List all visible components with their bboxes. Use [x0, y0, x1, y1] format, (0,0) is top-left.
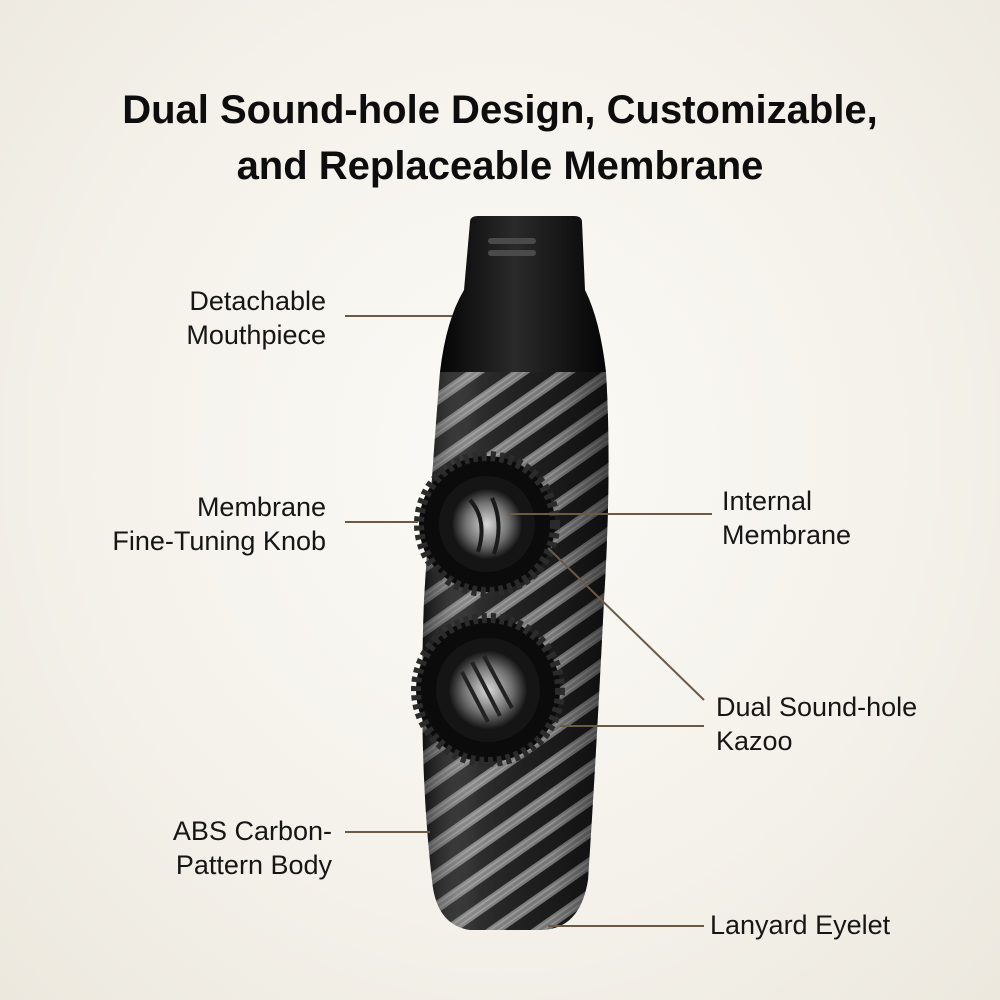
leader-lines	[345, 315, 712, 927]
label-kazoo-line-1: Dual Sound-hole	[716, 692, 918, 722]
label-mouthpiece: Detachable Mouthpiece	[186, 284, 326, 352]
label-membrane-line-2: Membrane	[722, 520, 852, 550]
mouthpiece	[440, 216, 606, 372]
upper-sound-hole	[414, 451, 560, 597]
label-mouthpiece-line-2: Mouthpiece	[186, 320, 326, 350]
label-body-line-1: ABS Carbon-	[172, 816, 332, 846]
label-knob: Membrane Fine-Tuning Knob	[112, 490, 326, 558]
label-eyelet-line-1: Lanyard Eyelet	[710, 910, 891, 940]
title-line-1: Dual Sound-hole Design, Customizable,	[122, 88, 878, 132]
label-mouthpiece-line-1: Detachable	[189, 286, 326, 316]
label-knob-line-1: Membrane	[196, 492, 326, 522]
page-title: Dual Sound-hole Design, Customizable, an…	[0, 82, 1000, 194]
lower-sound-hole	[411, 613, 565, 767]
label-kazoo-line-2: Kazoo	[716, 726, 793, 756]
label-eyelet: Lanyard Eyelet	[710, 908, 890, 942]
label-kazoo: Dual Sound-hole Kazoo	[716, 690, 917, 758]
label-knob-line-2: Fine-Tuning Knob	[112, 526, 326, 556]
leader-kazoo-upper	[547, 547, 705, 701]
label-membrane-line-1: Internal	[722, 486, 813, 516]
label-membrane: Internal Membrane	[722, 484, 851, 552]
title-line-2: and Replaceable Membrane	[236, 144, 764, 188]
label-body-line-2: Pattern Body	[175, 850, 332, 880]
label-body: ABS Carbon- Pattern Body	[173, 814, 332, 882]
